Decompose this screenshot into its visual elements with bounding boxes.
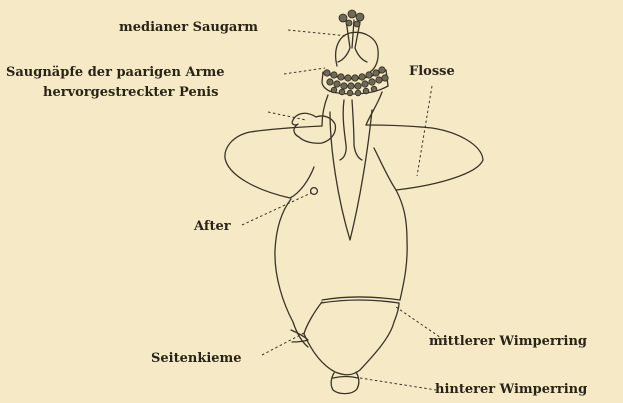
neck-left xyxy=(322,95,328,126)
median-arm-knob xyxy=(348,10,356,18)
penis xyxy=(292,100,362,160)
sucker xyxy=(363,88,369,94)
label-rear-ring: hinterer Wimperring xyxy=(435,382,587,397)
sucker xyxy=(369,79,375,85)
left-fin xyxy=(225,126,322,198)
trunk-right-side xyxy=(396,190,407,300)
sucker xyxy=(366,72,372,78)
sucker xyxy=(382,75,388,81)
label-side-gill: Seitenkieme xyxy=(151,351,242,366)
label-penis: hervorgestreckter Penis xyxy=(43,85,218,100)
sucker xyxy=(355,83,361,89)
posterior-bulb xyxy=(304,302,399,375)
sucker xyxy=(348,83,354,89)
median-arm-knob xyxy=(354,21,360,27)
leader-median-arm xyxy=(288,30,348,36)
median-arm-knob xyxy=(346,20,352,26)
sucker xyxy=(327,79,333,85)
right-fin xyxy=(366,125,483,190)
median-arm-stalks xyxy=(338,20,367,62)
sucker xyxy=(371,86,377,92)
sucker xyxy=(334,81,340,87)
label-middle-ring: mittlerer Wimperring xyxy=(429,334,587,349)
leader-anus xyxy=(242,193,311,225)
leader-penis xyxy=(268,112,306,120)
labels: medianer Saugarm Saugnäpfe der paarigen … xyxy=(6,20,587,397)
trunk-left-side xyxy=(275,199,308,347)
sucker xyxy=(341,83,347,89)
sucker xyxy=(331,72,337,78)
sucker xyxy=(352,75,358,81)
penis-duct xyxy=(340,100,362,160)
sucker xyxy=(324,70,330,76)
sucker xyxy=(359,74,365,80)
penis-outline xyxy=(292,113,335,143)
sucker xyxy=(379,67,385,73)
head xyxy=(336,10,379,72)
sucker xyxy=(338,74,344,80)
sucker xyxy=(345,75,351,81)
sucker xyxy=(362,81,368,87)
sucker xyxy=(376,77,382,83)
label-anus: After xyxy=(193,219,231,234)
sucker xyxy=(339,89,345,95)
visceral-cone xyxy=(330,110,372,240)
leader-side-gill xyxy=(262,333,304,355)
leader-suckers xyxy=(284,68,325,74)
sucker xyxy=(355,90,361,96)
neck-right xyxy=(366,92,382,125)
leader-rear-ring xyxy=(360,378,436,390)
sucker xyxy=(347,90,353,96)
sucker xyxy=(331,87,337,93)
middle-ring-band-lower xyxy=(321,300,399,303)
label-median-arm: medianer Saugarm xyxy=(119,20,258,35)
median-arm-knob xyxy=(356,13,364,21)
leader-fin xyxy=(417,86,432,176)
median-arm-knob xyxy=(339,14,347,22)
label-suckers: Saugnäpfe der paarigen Arme xyxy=(6,65,224,80)
label-fin: Flosse xyxy=(409,64,455,79)
anus-mark xyxy=(311,188,318,195)
sucker xyxy=(373,70,379,76)
rear-ring-line xyxy=(333,377,358,379)
paired-arm-suckers xyxy=(322,67,388,96)
